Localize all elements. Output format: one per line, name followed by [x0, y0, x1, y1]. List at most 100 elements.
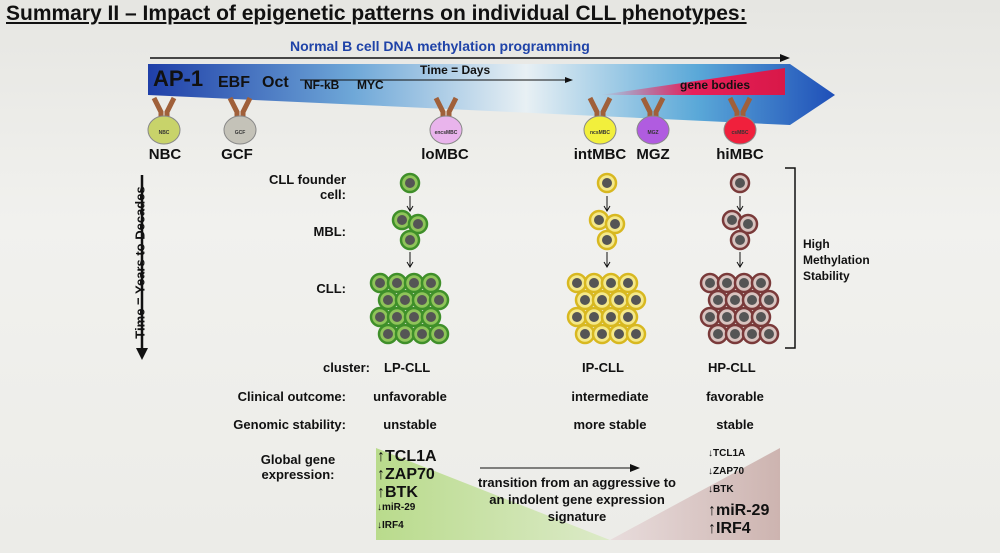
gene-mir-29: ↓miR-29: [377, 502, 416, 513]
methylation-band: [148, 64, 835, 125]
nucleus: [417, 295, 427, 305]
nucleus: [614, 295, 624, 305]
nucleus: [409, 312, 419, 322]
nucleus: [631, 295, 641, 305]
cell-inner-label: csMBC: [732, 130, 749, 136]
nucleus: [594, 215, 604, 225]
nucleus: [397, 215, 407, 225]
nucleus: [383, 329, 393, 339]
cell-inner-label: ncsMBC: [590, 130, 610, 136]
nucleus: [580, 295, 590, 305]
nucleus: [572, 278, 582, 288]
cluster-ip: IP-CLL: [582, 360, 624, 375]
gene-irf4: ↑IRF4: [708, 520, 751, 537]
nucleus: [623, 312, 633, 322]
nucleus: [713, 329, 723, 339]
nucleus: [705, 278, 715, 288]
nucleus: [375, 278, 385, 288]
nucleus: [739, 278, 749, 288]
nucleus: [580, 329, 590, 339]
nucleus: [756, 312, 766, 322]
nucleus: [610, 219, 620, 229]
factor-ebf: EBF: [218, 74, 250, 91]
row-label-mbl: MBL:: [313, 224, 347, 239]
gene-tcl1a: ↓TCL1A: [708, 448, 746, 459]
high-methylation-stability-label: High Methylation Stability: [803, 237, 870, 283]
nucleus: [434, 329, 444, 339]
cell-inner-label: encsMBC: [435, 130, 458, 136]
cell-inner-label: MGZ: [647, 130, 658, 136]
nucleus: [572, 312, 582, 322]
clinical-hp: favorable: [706, 389, 764, 404]
nucleus: [602, 178, 612, 188]
nucleus: [722, 312, 732, 322]
methylation-programming-label: Normal B cell DNA methylation programmin…: [290, 38, 590, 54]
gene-btk: ↓BTK: [708, 484, 734, 495]
nucleus: [705, 312, 715, 322]
nucleus: [606, 278, 616, 288]
time-days-label: Time = Days: [420, 63, 491, 77]
row-label-expression: Global gene expression:: [260, 452, 336, 482]
hp-gene-list: ↓TCL1A ↓ZAP70 ↓BTK ↑miR-29↑IRF4: [708, 449, 769, 539]
nucleus: [400, 329, 410, 339]
row-label-cluster: cluster:: [323, 360, 370, 375]
nucleus: [405, 178, 415, 188]
nucleus: [722, 278, 732, 288]
gene-zap70: ↓ZAP70: [708, 466, 745, 477]
genomic-hp: stable: [716, 417, 754, 432]
gene-mir-29: ↑miR-29: [708, 502, 770, 519]
nucleus: [409, 278, 419, 288]
genomic-lp: unstable: [383, 417, 437, 432]
nucleus: [739, 312, 749, 322]
b-cell-icon-mgz: MGZ: [636, 96, 670, 145]
row-label-clinical: Clinical outcome:: [237, 389, 346, 404]
cell-label-intmbc: intMBC: [573, 146, 627, 163]
nucleus: [400, 295, 410, 305]
nucleus: [747, 295, 757, 305]
nucleus: [764, 329, 774, 339]
nucleus: [735, 178, 745, 188]
nucleus: [375, 312, 385, 322]
nucleus: [747, 329, 757, 339]
nucleus: [413, 219, 423, 229]
nucleus: [713, 295, 723, 305]
factor-myc: MYC: [357, 78, 384, 92]
gene-irf4: ↓IRF4: [377, 520, 404, 531]
b-cell-icon-himbc: csMBC: [723, 96, 757, 145]
nucleus: [743, 219, 753, 229]
nucleus: [405, 235, 415, 245]
nucleus: [756, 278, 766, 288]
indolent-signature-triangle: [610, 448, 780, 540]
row-label-cll: CLL:: [316, 281, 346, 296]
row-label-founder: CLL founder cell:: [268, 172, 346, 202]
nucleus: [623, 278, 633, 288]
cell-label-gcf: GCF: [221, 146, 253, 163]
lp-gene-list: ↑TCL1A↑ZAP70↑BTK↓miR-29↓IRF4: [377, 449, 437, 539]
time-years-label: Time = Years to Decades: [132, 186, 148, 339]
nucleus: [730, 329, 740, 339]
cell-label-mgz: MGZ: [636, 146, 670, 163]
slide-title: Summary II – Impact of epigenetic patter…: [6, 2, 747, 25]
cell-label-himbc: hiMBC: [716, 146, 764, 163]
transition-label: transition from an aggressive to an indo…: [478, 475, 676, 524]
clinical-ip: intermediate: [571, 389, 649, 404]
cluster-lp: LP-CLL: [384, 360, 431, 375]
nucleus: [383, 295, 393, 305]
nucleus: [434, 295, 444, 305]
nucleus: [764, 295, 774, 305]
nucleus: [727, 215, 737, 225]
nucleus: [735, 235, 745, 245]
factor-ap1: AP-1: [153, 66, 204, 91]
nucleus: [602, 235, 612, 245]
b-cell-icon-lombc: encsMBC: [429, 96, 463, 145]
clinical-lp: unfavorable: [373, 389, 447, 404]
cluster-diagram-ip-cll: [566, 172, 647, 345]
gene-zap70: ↑ZAP70: [377, 466, 435, 483]
nucleus: [392, 278, 402, 288]
cluster-hp: HP-CLL: [708, 360, 756, 375]
nucleus: [417, 329, 427, 339]
nucleus: [614, 329, 624, 339]
cluster-diagram-hp-cll: [699, 172, 780, 345]
